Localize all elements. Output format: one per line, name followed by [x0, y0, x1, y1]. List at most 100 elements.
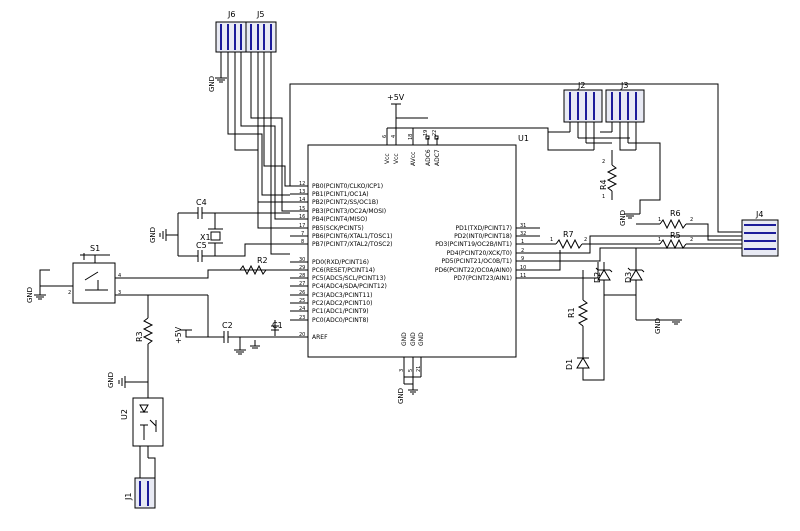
u1-left-pin-numbers: 12 13 14 15 16 17 7 8 30 29 28 27 26 25 … — [299, 181, 305, 338]
u1-pin-num: 30 — [299, 257, 305, 263]
j1-header — [134, 477, 156, 509]
gnd-label: GND — [26, 287, 34, 303]
vcc-left-symbol — [180, 329, 224, 338]
c5-ref: C5 — [196, 241, 207, 250]
r7-resistor — [540, 238, 604, 250]
u1-pin-name: GND — [410, 332, 417, 346]
u1-pin-num: 18 — [408, 134, 414, 140]
r5-resistor — [604, 238, 742, 250]
u1-pin-name: PC4(ADC4/SDA/PCINT12) — [312, 283, 387, 290]
header-routing-left — [227, 62, 290, 255]
u1-pin-num: 17 — [299, 223, 305, 229]
u1-pin-name: PB3(PCINT3/OC2A/MOSI) — [312, 208, 386, 215]
u1-pin-num: 20 — [299, 332, 305, 338]
u1-pin-name: GND — [418, 332, 425, 346]
u1-pin-name: PB0(PCINT0/CLKO/ICP1) — [312, 183, 383, 190]
u1-ref: U1 — [518, 134, 529, 143]
u1-pin-num: 25 — [299, 298, 305, 304]
u1-bottom-pin-stubs — [403, 357, 422, 377]
j6-ref: J6 — [227, 10, 235, 19]
r6-ref: R6 — [670, 209, 681, 218]
x1-ref: X1 — [200, 233, 211, 242]
u1-pin-name: Vcc — [384, 153, 391, 164]
x1-crystal — [208, 212, 290, 257]
j4-header — [741, 219, 779, 257]
u1-pin-num: 1 — [521, 239, 524, 245]
u1-top-pin-labels: 6 4 18 19 22 Vcc Vcc AVcc ADC6 ADC7 — [382, 130, 441, 166]
d3-diode — [627, 248, 645, 320]
u1-pin-name: PB4(PCINT4/MISO) — [312, 216, 367, 223]
d2-ref: D2 — [593, 272, 602, 283]
s1-pin-num: 4 — [118, 273, 121, 279]
r4-pin-num: 2 — [602, 159, 605, 165]
j3-ref: J3 — [620, 81, 628, 90]
u1-pin-num: 22 — [432, 130, 438, 136]
u1-pin-name: AVcc — [410, 152, 417, 166]
u1-pin-num: 23 — [299, 315, 305, 321]
r2-resistor — [239, 264, 267, 276]
crystal-gnd — [159, 213, 179, 256]
gnd-label: GND — [619, 210, 627, 226]
d1-diode — [576, 295, 605, 381]
r7-pin-num: 1 — [550, 237, 553, 243]
u1-gnd-bottom — [403, 376, 421, 395]
u1-pin-name: PC1(ADC1/PCINT9) — [312, 308, 369, 315]
u1-pin-name: PD4(PCINT20/XCK/T0) — [447, 250, 512, 257]
u1-pin-name: PD2(INT0/PCINT18) — [454, 233, 512, 240]
u1-pin-num: 3 — [399, 369, 405, 372]
u1-pin-num: 16 — [299, 214, 305, 220]
j4-ref: J4 — [755, 210, 763, 219]
s1-ref: S1 — [90, 244, 100, 253]
u1-pin-name: PC2(ADC2/PCINT10) — [312, 300, 372, 307]
u1-pin-num: 27 — [299, 281, 305, 287]
r3-ref: R3 — [135, 331, 144, 342]
u1-pin-num: 29 — [299, 265, 305, 271]
u1-pin-num: 8 — [301, 239, 304, 245]
u1-pin-num: 14 — [299, 197, 305, 203]
u1-pin-name: ADC6 — [425, 149, 432, 166]
gnd-label: GND — [149, 227, 157, 243]
u1-body — [307, 144, 517, 358]
u1-pin-num: 31 — [520, 223, 526, 229]
j2-header — [563, 89, 603, 123]
u1-pin-num: 10 — [520, 265, 526, 271]
u2-optocoupler — [132, 397, 164, 447]
u1-bottom-pin-labels: GND GND GND 3 5 21 — [399, 332, 425, 372]
gnd-label: GND — [208, 76, 216, 92]
r5-pin-num: 2 — [690, 237, 693, 243]
vcc-top-symbol — [387, 103, 413, 129]
u1-pin-name: PC3(ADC3/PCINT11) — [312, 292, 372, 299]
pd-routing — [540, 235, 742, 279]
vcc-label: +5V — [387, 93, 405, 102]
gnd-label: GND — [397, 388, 405, 404]
u1-pin-name: PB1(PCINT1/OC1A) — [312, 191, 369, 198]
u1-pin-name: PD3(PCINT19/OC2B/INT1) — [435, 241, 512, 248]
u1-right-pin-numbers: 31 32 1 2 9 10 11 — [520, 223, 526, 279]
u1-pin-num: 11 — [520, 273, 526, 279]
r6-pin-num: 2 — [690, 217, 693, 223]
u1-pin-name: PC6(RESET/PCINT14) — [312, 267, 375, 274]
s1-switch — [72, 253, 116, 304]
u2-ref: U2 — [120, 409, 129, 420]
top-routing — [289, 83, 742, 233]
u1-pin-name: Vcc — [393, 153, 400, 164]
r7-pin-num: 2 — [584, 237, 587, 243]
r4-pin-num: 1 — [602, 194, 605, 200]
r4-resistor — [606, 150, 618, 200]
u1-pin-name: PB6(PCINT6/XTAL1/TOSC1) — [312, 233, 393, 240]
u1-adc-no-connect — [425, 135, 439, 140]
u1-right-pin-names: PD1(TXD/PCINT17) PD2(INT0/PCINT18) PD3(P… — [435, 225, 512, 282]
u1-pin-num: 6 — [382, 135, 388, 138]
j1-ref: J1 — [124, 493, 133, 501]
j3-header — [605, 89, 645, 123]
u1-pin-name: PD6(PCINT22/OC0A/AIN0) — [435, 267, 512, 274]
d1-ref: D1 — [565, 359, 574, 370]
u1-pin-num: 12 — [299, 181, 305, 187]
r7-ref: R7 — [563, 230, 574, 239]
r1-resistor — [577, 270, 589, 345]
u1-pin-name: PB2(PCINT2/SS/OC1B) — [312, 199, 378, 206]
u1-pin-num: 9 — [521, 256, 524, 262]
j2-ref: J2 — [577, 81, 585, 90]
j2-j3-pin-legs — [569, 122, 637, 150]
